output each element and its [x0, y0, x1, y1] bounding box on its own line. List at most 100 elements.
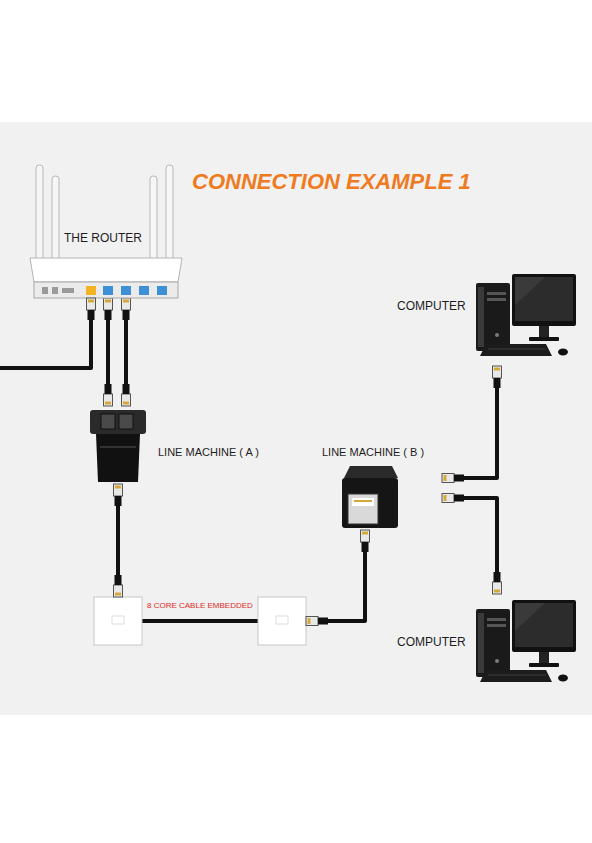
coupler-a	[96, 434, 140, 482]
computer-icon	[476, 274, 576, 356]
rj45-plug	[123, 310, 130, 320]
device-label: COMPUTER	[397, 300, 466, 313]
router-icon	[34, 282, 178, 298]
coupler-a	[100, 446, 136, 448]
rj45-plug	[123, 402, 129, 405]
rj45-plug	[318, 618, 328, 625]
rj45-plug	[306, 617, 318, 626]
rj45-plug	[122, 298, 131, 310]
rj45-plug	[114, 585, 123, 597]
rj45-plug	[442, 494, 454, 503]
device-label: COMPUTER	[397, 636, 466, 649]
coupler-b	[342, 478, 398, 528]
router-icon	[121, 286, 131, 295]
wall-plate	[258, 597, 306, 645]
diagram-title: CONNECTION EXAMPLE 1	[192, 170, 471, 194]
rj45-plug	[105, 384, 112, 394]
coupler-b	[344, 466, 398, 478]
ethernet-cable	[442, 366, 497, 478]
router-icon	[139, 286, 149, 295]
router-icon	[30, 258, 182, 282]
rj45-plug	[122, 298, 131, 320]
rj45-plug	[454, 495, 464, 502]
line-machine-node: LINE MACHINE ( B )	[318, 442, 442, 530]
rj45-plug	[493, 366, 502, 378]
rj45-plug	[122, 394, 131, 406]
rj45-plug	[104, 298, 113, 310]
rj45-plug	[115, 575, 122, 585]
rj45-plug	[493, 572, 502, 594]
coupler-b	[354, 500, 372, 502]
rj45-plug	[454, 475, 464, 482]
rj45-plug	[494, 368, 500, 371]
rj45-plug	[494, 590, 500, 593]
rj45-plug	[114, 484, 123, 496]
rj45-plug	[442, 494, 464, 503]
rj45-plug	[104, 384, 113, 406]
rj45-plug	[493, 582, 502, 594]
wall-plate	[94, 597, 142, 645]
rj45-plug	[104, 298, 113, 320]
coupler-a	[90, 410, 146, 434]
rj45-plug	[122, 384, 131, 406]
coupler-b	[342, 466, 398, 528]
router-icon	[86, 286, 96, 295]
device-label: THE ROUTER	[64, 232, 142, 245]
rj45-plug	[444, 475, 447, 481]
rj45-plug	[494, 572, 501, 582]
rj45-plug	[362, 532, 368, 535]
rj45-plug	[105, 300, 111, 303]
rj45-plug	[123, 300, 129, 303]
cable-label: 8 CORE CABLE EMBEDDED	[146, 602, 254, 611]
rj45-plug	[105, 310, 112, 320]
router-icon	[36, 165, 43, 262]
rj45-plug	[87, 298, 96, 310]
rj45-plug	[306, 617, 328, 626]
coupler-b	[348, 494, 378, 524]
wan-cable	[0, 298, 91, 368]
router-icon	[52, 176, 59, 262]
router-icon	[157, 286, 167, 295]
router-icon	[150, 176, 157, 262]
coupler-b	[352, 498, 374, 506]
computer-node: COMPUTER	[395, 268, 582, 366]
wall-plate	[258, 597, 306, 645]
rj45-plug	[87, 298, 96, 320]
rj45-plug	[361, 530, 370, 542]
line-machine-node: LINE MACHINE ( A )	[86, 406, 275, 484]
rj45-plug	[88, 310, 95, 320]
rj45-plug	[123, 384, 130, 394]
computer-node: COMPUTER	[395, 594, 582, 690]
device-label: LINE MACHINE ( B )	[322, 446, 424, 458]
rj45-plug	[494, 378, 501, 388]
router-icon	[52, 287, 58, 294]
ethernet-cable	[442, 498, 497, 594]
router-icon	[42, 287, 48, 294]
rj45-plug	[115, 496, 122, 506]
rj45-plugs	[104, 298, 502, 594]
wall-plate	[276, 616, 288, 624]
rj45-plug	[308, 618, 311, 624]
rj45-plug	[444, 495, 447, 501]
router-icon	[166, 165, 173, 262]
wall-plate	[94, 597, 142, 645]
coupler-a	[101, 414, 115, 429]
rj45-plug	[88, 300, 94, 303]
wall-plate	[112, 616, 124, 624]
rj45-plug	[115, 593, 121, 596]
rj45-plug	[114, 575, 123, 597]
rj45-plug	[493, 366, 502, 388]
rj45-plug	[442, 474, 464, 483]
router-icon	[103, 286, 113, 295]
coupler-a	[119, 414, 133, 429]
computer-icon	[476, 600, 576, 682]
router-icon	[30, 165, 182, 298]
rj45-plug	[442, 474, 454, 483]
device-label: LINE MACHINE ( A )	[158, 446, 259, 458]
rj45-plug	[104, 394, 113, 406]
coupler-a	[90, 410, 146, 482]
